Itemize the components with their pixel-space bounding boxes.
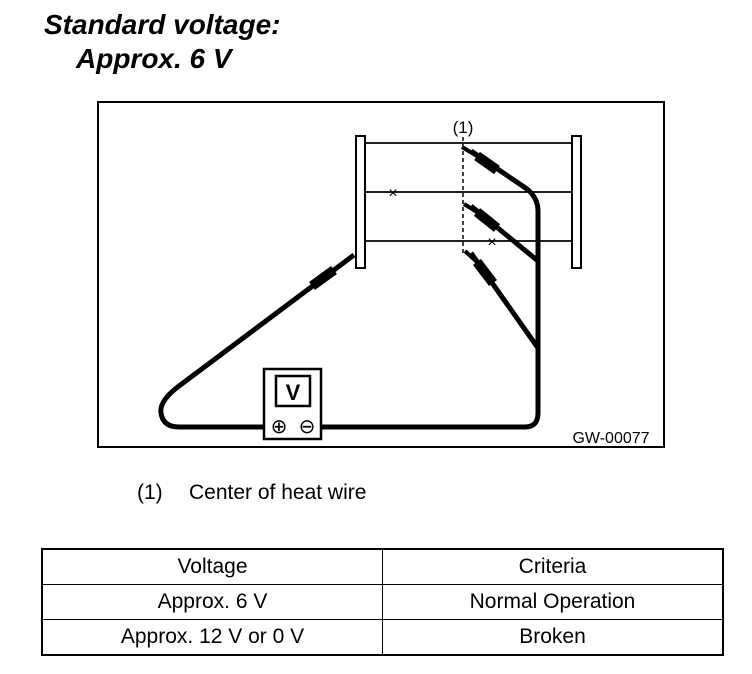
positive-terminal: ⊕ <box>271 414 288 438</box>
heading-line-1: Standard voltage: <box>44 9 281 40</box>
cell-criteria: Normal Operation <box>382 584 724 620</box>
legend-text: Center of heat wire <box>189 481 367 504</box>
negative-terminal: ⊖ <box>299 414 316 438</box>
table-row: Approx. 6 V Normal Operation <box>41 584 724 620</box>
right-probe-tips <box>460 145 501 287</box>
left-probe-lead <box>158 252 356 430</box>
legend: (1) Center of heat wire <box>137 481 366 505</box>
legend-number: (1) <box>137 481 163 504</box>
table-header-row: Voltage Criteria <box>41 548 724 585</box>
standard-voltage-heading: Standard voltage: Approx. 6 V <box>44 8 280 76</box>
wiring-diagram: × × (1) V ⊕ ⊖ GW-0007 <box>97 101 665 448</box>
cell-voltage: Approx. 6 V <box>41 584 383 620</box>
right-bus-bar <box>571 135 582 269</box>
figure-code: GW-00077 <box>572 430 649 447</box>
left-bus-bar <box>355 135 366 269</box>
table-row: Approx. 12 V or 0 V Broken <box>41 619 724 656</box>
left-probe <box>309 254 355 291</box>
wire-break-mark-2: × <box>487 234 496 251</box>
heading-line-2: Approx. 6 V <box>76 43 232 74</box>
criteria-table: Voltage Criteria Approx. 6 V Normal Oper… <box>41 548 724 656</box>
right-probe-lead <box>319 148 541 430</box>
cell-criteria: Broken <box>382 619 724 656</box>
center-callout: (1) <box>453 118 474 137</box>
wire-break-mark-1: × <box>388 185 397 202</box>
voltmeter: V ⊕ ⊖ <box>262 367 323 441</box>
cell-voltage: Approx. 12 V or 0 V <box>41 619 383 656</box>
header-criteria: Criteria <box>382 548 724 585</box>
voltmeter-symbol: V <box>286 380 301 405</box>
header-voltage: Voltage <box>41 548 383 585</box>
diagram-svg: × × (1) V ⊕ ⊖ GW-0007 <box>158 118 650 447</box>
